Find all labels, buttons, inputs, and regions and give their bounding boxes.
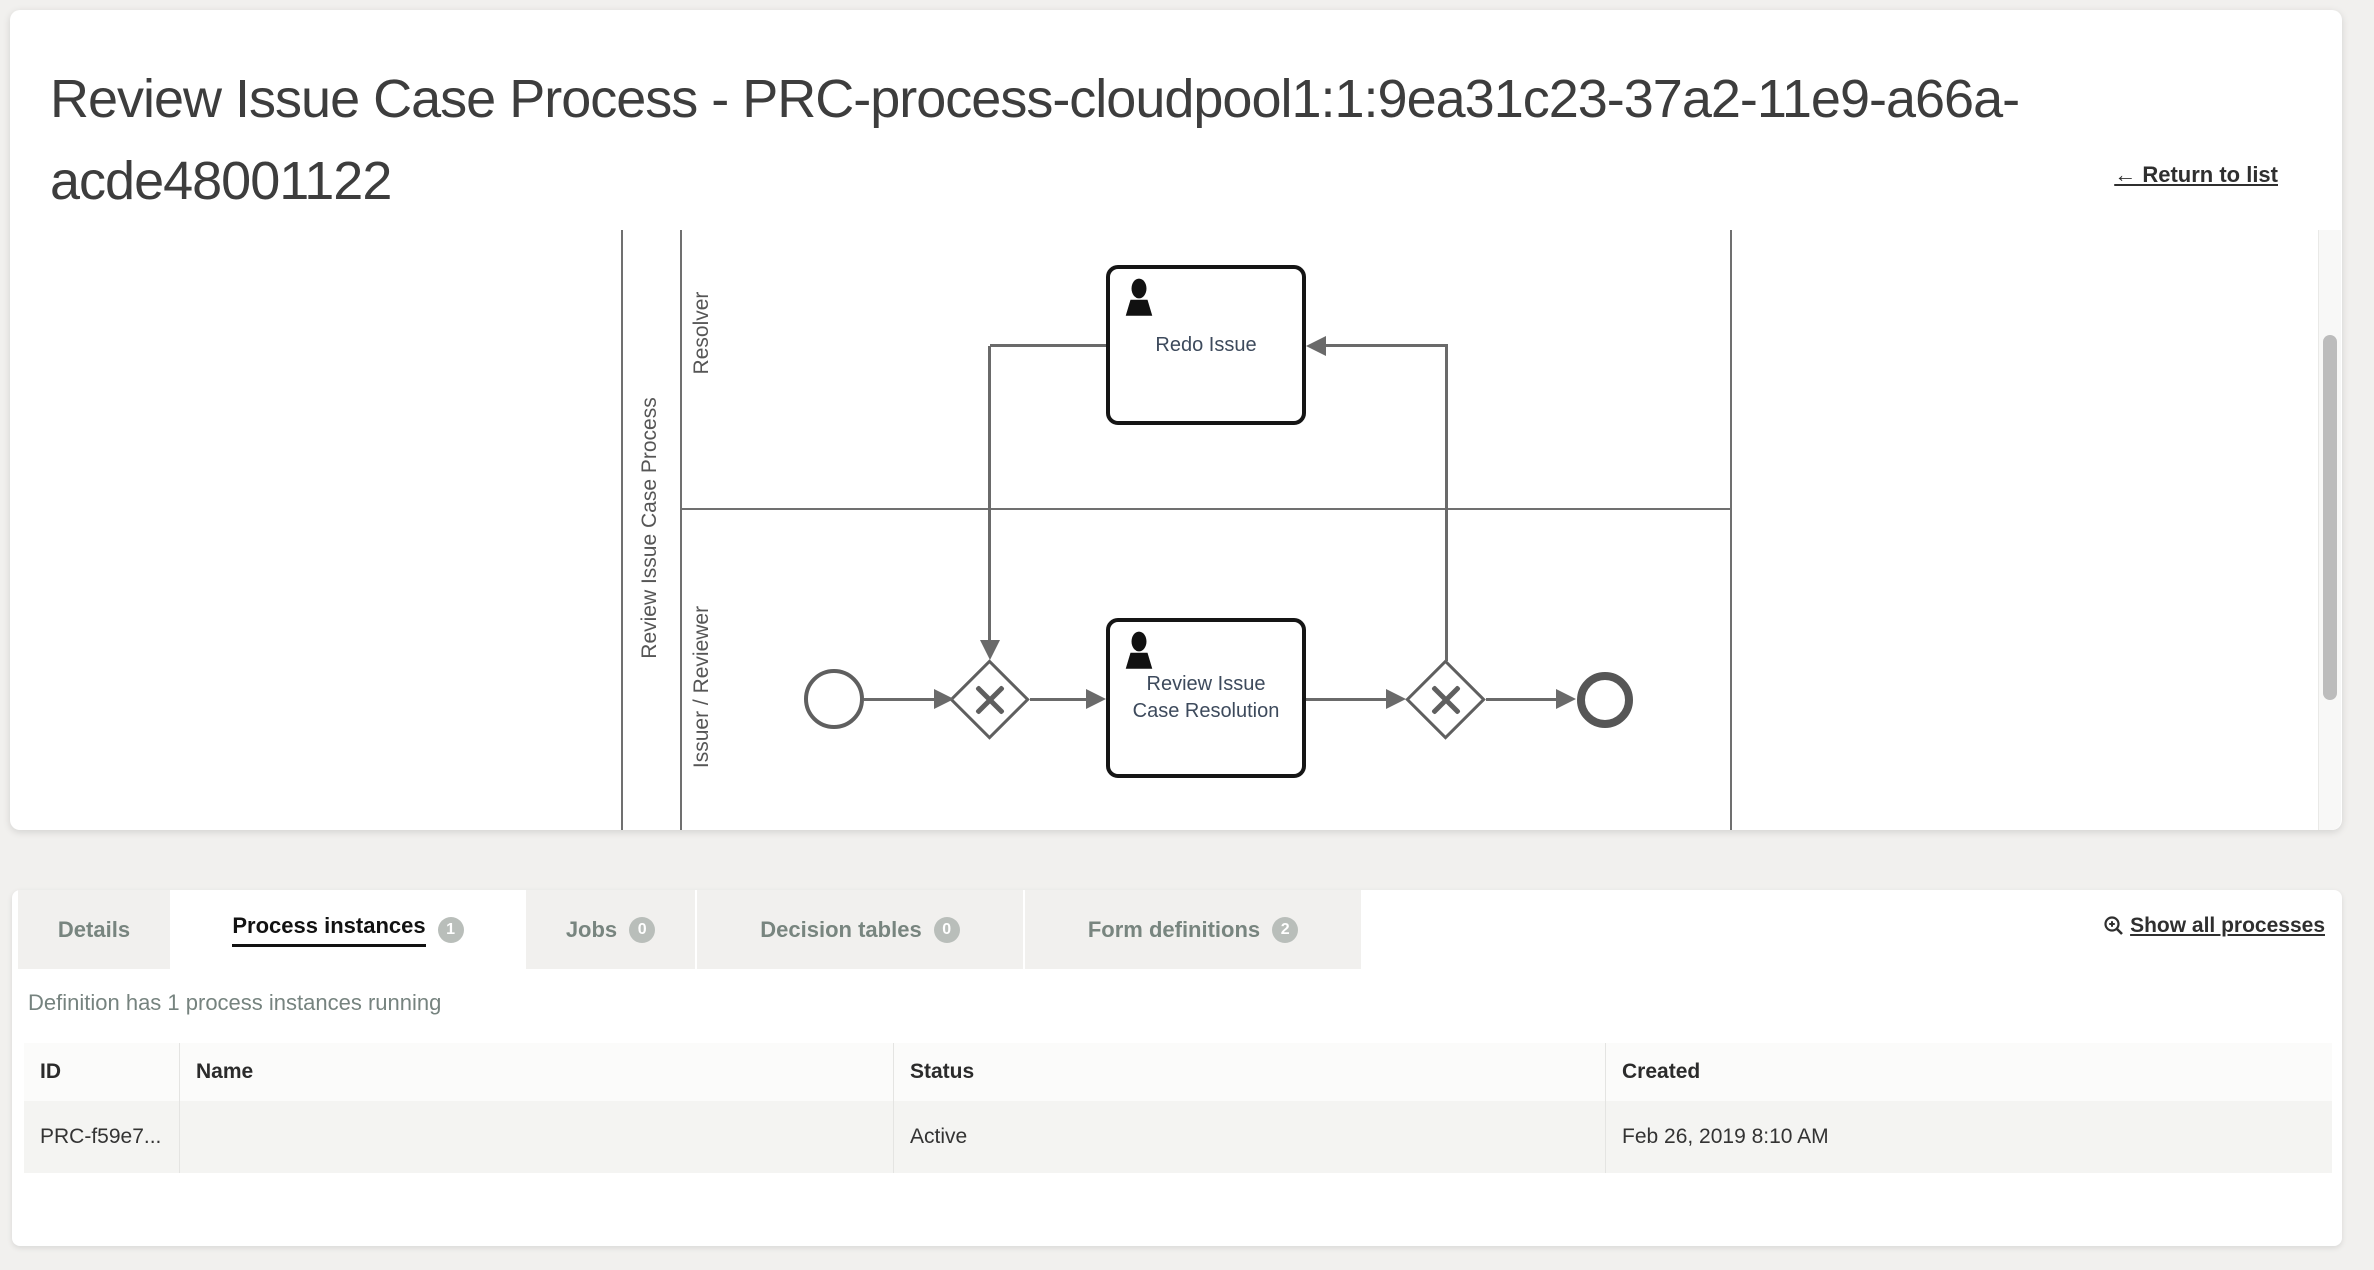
tab-decision-tables[interactable]: Decision tables 0 [697, 890, 1023, 969]
column-header-id: ID [40, 1060, 61, 1083]
process-definition-card: Review Issue Case Process - PRC-process-… [10, 10, 2342, 830]
tab-bar: Details Process instances 1 Jobs 0 Decis… [18, 890, 1363, 969]
page-title: Review Issue Case Process - PRC-process-… [50, 69, 2020, 211]
flow-gateway2-to-end [1486, 698, 1558, 701]
arrowhead [980, 640, 1000, 660]
flow-gateway1-to-review-task [1030, 698, 1088, 701]
lane-divider [680, 508, 1732, 510]
user-task-icon [1125, 631, 1153, 669]
pool-label-divider [680, 230, 682, 830]
flow-redo-to-gateway1-horizontal [990, 344, 1106, 347]
pool-left-border [621, 230, 623, 830]
lane-label-resolver: Resolver [690, 291, 713, 375]
diagram-scrollbar-track[interactable] [2318, 230, 2341, 830]
user-task-icon [1125, 278, 1153, 316]
tab-label: Form definitions [1087, 916, 1261, 942]
column-header-status: Status [893, 1043, 1605, 1101]
task-label: Review Issue Case Resolution [1132, 673, 1280, 722]
tab-count-badge: 1 [437, 916, 464, 943]
tab-form-definitions[interactable]: Form definitions 2 [1025, 890, 1361, 969]
diagram-scrollbar-thumb[interactable] [2323, 335, 2337, 700]
pool-label: Review Issue Case Process [638, 397, 661, 659]
table-row[interactable]: PRC-f59e7... Active Feb 26, 2019 8:10 AM [24, 1101, 2332, 1173]
return-to-list-link[interactable]: ← Return to list [2114, 162, 2278, 187]
process-instances-table: ID Name Status Created PRC-f59e7... Acti… [24, 1043, 2332, 1173]
instances-summary: Definition has 1 process instances runni… [28, 990, 442, 1015]
column-header-created: Created [1605, 1043, 2332, 1101]
tab-process-instances[interactable]: Process instances 1 [172, 890, 524, 969]
tab-label: Jobs [565, 916, 618, 942]
flow-redo-to-gateway1-vertical [988, 346, 991, 642]
cell-name [179, 1101, 893, 1173]
arrowhead [1306, 336, 1326, 356]
tab-label: Details [57, 916, 131, 942]
flow-gateway2-to-redo-horizontal [1326, 344, 1448, 347]
cell-status: Active [893, 1101, 1605, 1173]
tab-count-badge: 0 [629, 916, 656, 943]
magnifier-zoom-icon [2104, 916, 2123, 935]
tab-count-badge: 0 [933, 916, 960, 943]
arrowhead [1386, 689, 1406, 709]
show-all-processes-label: Show all processes [2130, 914, 2325, 937]
start-event-circle [804, 669, 864, 729]
flow-review-task-to-gateway2 [1306, 698, 1388, 701]
end-event-circle [1577, 672, 1633, 728]
arrowhead [1086, 689, 1106, 709]
tab-details[interactable]: Details [18, 890, 170, 969]
task-redo-issue[interactable]: Redo Issue [1106, 265, 1306, 425]
lane-label-issuer-reviewer: Issuer / Reviewer [690, 605, 713, 769]
cell-created: Feb 26, 2019 8:10 AM [1605, 1101, 2332, 1173]
column-header-name: Name [179, 1043, 893, 1101]
table-header-row: ID Name Status Created [24, 1043, 2332, 1101]
arrowhead [934, 689, 954, 709]
tab-jobs[interactable]: Jobs 0 [526, 890, 695, 969]
tab-label: Process instances [232, 913, 426, 947]
task-label: Redo Issue [1155, 333, 1257, 356]
flow-gateway2-to-redo-vertical [1445, 346, 1448, 661]
definition-details-panel: Details Process instances 1 Jobs 0 Decis… [12, 890, 2342, 1246]
arrowhead [1556, 689, 1576, 709]
tab-count-badge: 2 [1272, 916, 1299, 943]
flow-start-to-gateway1 [864, 698, 936, 701]
cell-id[interactable]: PRC-f59e7... [40, 1125, 162, 1148]
show-all-processes-link[interactable]: Show all processes [2102, 914, 2325, 938]
pool-right-border [1730, 230, 1732, 830]
task-review-issue-case-resolution[interactable]: Review Issue Case Resolution [1106, 618, 1306, 778]
tab-label: Decision tables [760, 916, 922, 942]
